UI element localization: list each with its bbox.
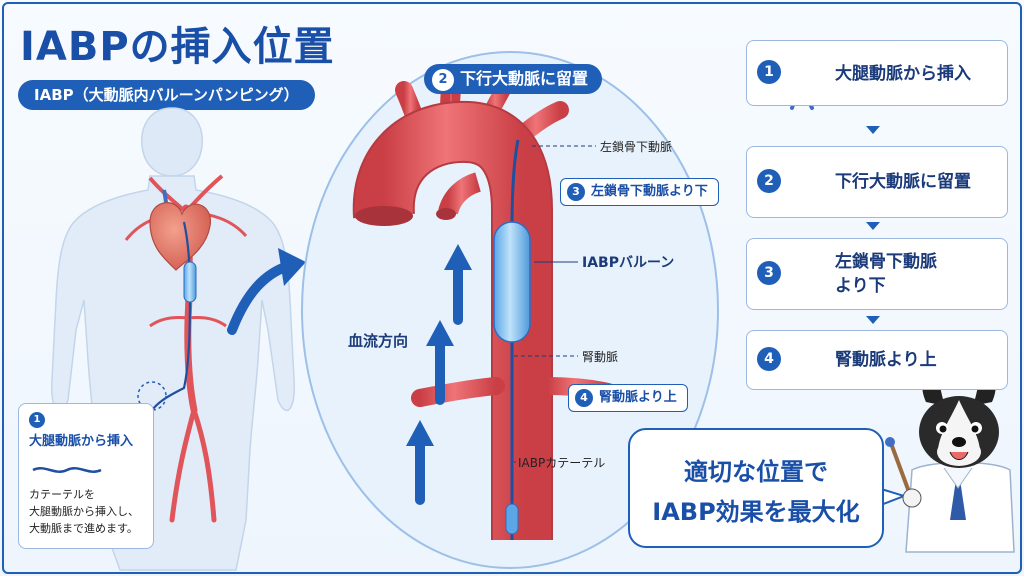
bubble-line-2: IABP効果を最大化	[652, 498, 860, 526]
label-renal-artery: 腎動脈	[582, 350, 619, 364]
flow-arrows	[406, 244, 472, 505]
bubble-line-1: 適切な位置で	[684, 458, 828, 486]
card-title: 大腿動脈から挿入	[29, 434, 134, 449]
step-2-text: 下行大動脈に留置	[835, 172, 971, 192]
tag4-number: 4	[575, 388, 593, 407]
label-blood-flow: 血流方向	[348, 332, 409, 350]
step-2-box: 2 下行大動脈に留置	[746, 146, 1008, 218]
step-3-text-line-2: より下	[835, 276, 886, 296]
card-desc-line-2: 大腿動脈から挿入し、	[29, 505, 139, 518]
zoom-arrow	[227, 261, 293, 335]
leader-lines	[514, 145, 596, 463]
step-3-number: 3	[757, 261, 781, 285]
step-1-box: 1 大腿動脈から挿入	[746, 40, 1008, 106]
tag3-text: 左鎖骨下動脈より下	[591, 184, 708, 199]
tag-above-renal: 4 腎動脈より上	[568, 384, 688, 412]
femoral-insertion-card: 1 大腿動脈から挿入 カテーテルを 大腿動脈から挿入し、 大動脈まで進めます。	[18, 403, 154, 549]
center-heading-text: 下行大動脈に留置	[460, 69, 589, 88]
dog-doctor-mascot	[885, 377, 1015, 553]
tag3-number: 3	[567, 182, 585, 201]
card-desc-line-1: カテーテルを	[29, 488, 95, 501]
zoom-arrow-head	[278, 248, 306, 286]
label-iabp-catheter: IABPカテーテル	[518, 456, 606, 470]
tag4-text: 腎動脈より上	[599, 390, 677, 405]
subtitle-badge: IABP（大動脈内バルーンパンピング）	[18, 80, 315, 110]
tag-below-subclavian: 3 左鎖骨下動脈より下	[560, 178, 719, 206]
catheter-wave-icon	[32, 467, 102, 473]
card-desc-line-3: 大動脈まで進めます。	[29, 522, 138, 535]
step-3-box: 3 左鎖骨下動脈 より下	[746, 238, 1008, 310]
aorta-illustration	[352, 72, 617, 540]
step-4-number: 4	[757, 347, 781, 371]
label-left-subclavian: 左鎖骨下動脈	[600, 140, 673, 154]
label-iabp-balloon: IABPバルーン	[582, 255, 675, 271]
center-heading: 2 下行大動脈に留置	[424, 64, 603, 94]
step-4-box: 4 腎動脈より上	[746, 330, 1008, 390]
card-heading: 1 大腿動脈から挿入	[29, 412, 133, 449]
step-1-number: 1	[757, 60, 781, 84]
card-number: 1	[29, 412, 45, 428]
center-heading-number: 2	[432, 68, 454, 91]
step-connectors	[866, 126, 880, 324]
body-vasculature	[124, 174, 248, 523]
page-title: IABPの挿入位置	[20, 24, 335, 70]
card-description: カテーテルを 大腿動脈から挿入し、 大動脈まで進めます。	[29, 486, 139, 537]
step-1-text: 大腿動脈から挿入	[835, 64, 971, 84]
step-3-text-line-1: 左鎖骨下動脈	[835, 252, 937, 272]
step-2-number: 2	[757, 169, 781, 193]
speech-bubble: 適切な位置で IABP効果を最大化	[628, 428, 884, 548]
step-4-text: 腎動脈より上	[835, 350, 937, 370]
